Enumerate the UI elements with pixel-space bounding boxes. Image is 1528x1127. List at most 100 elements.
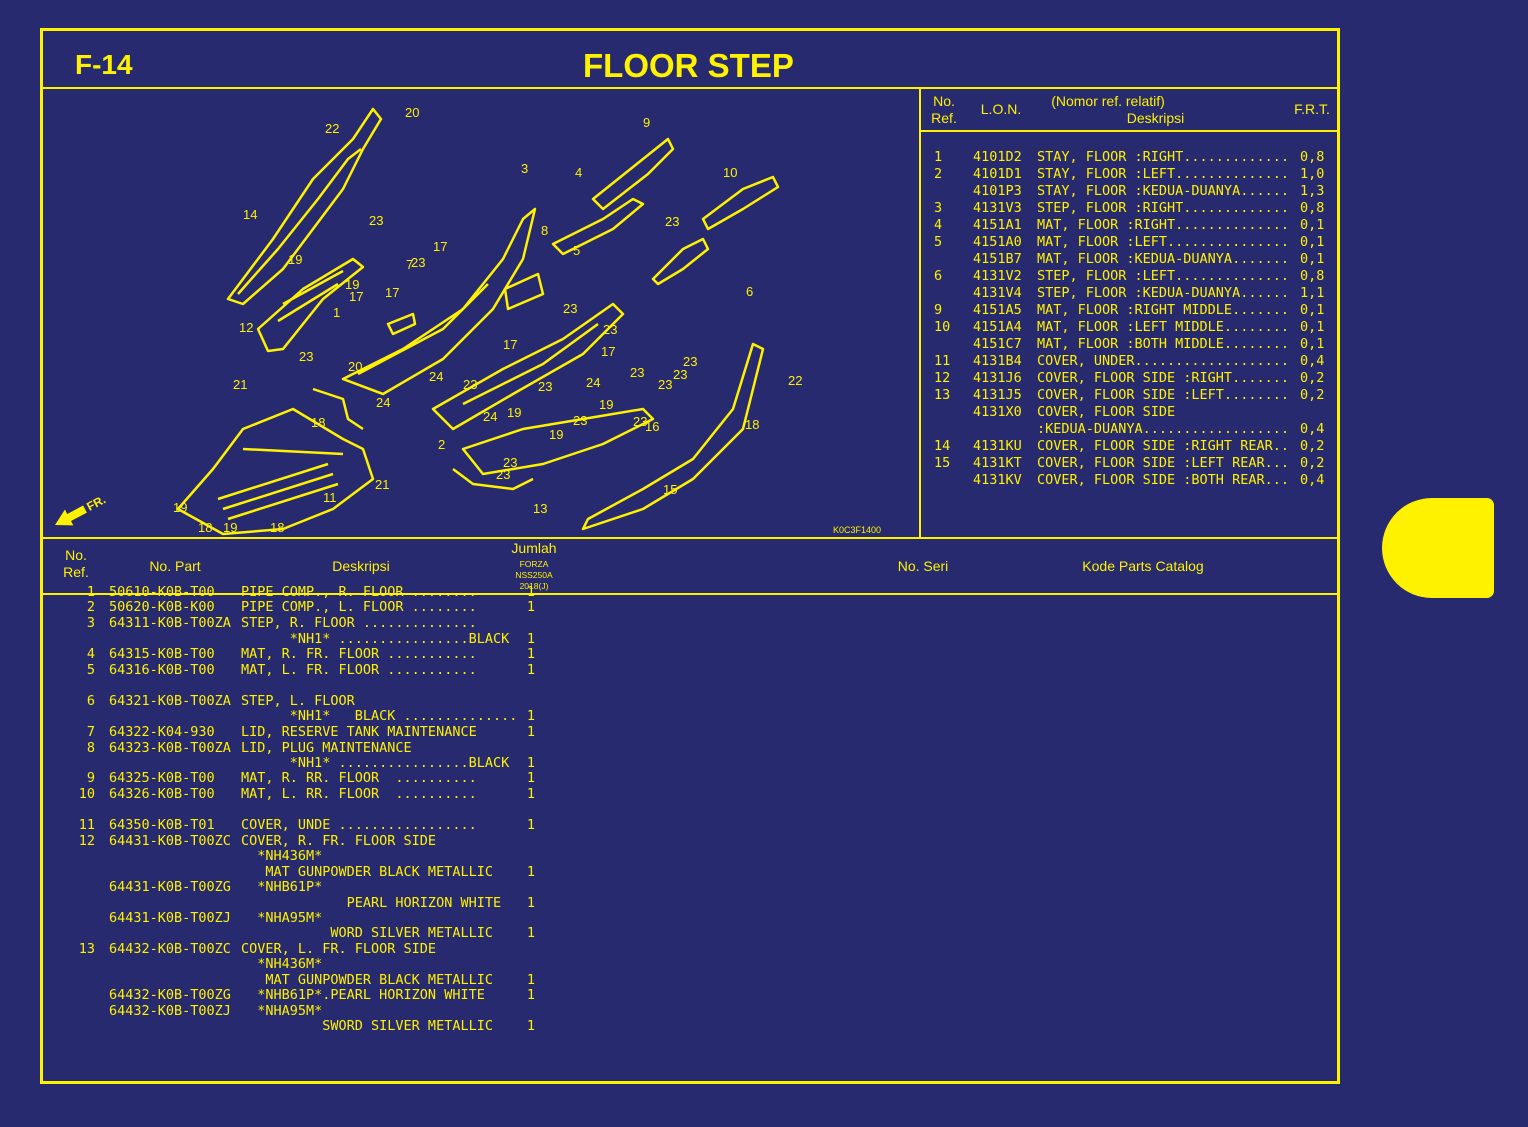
lon-frt: 0,4 bbox=[1300, 353, 1325, 369]
parts-desc: PEARL HORIZON WHITE bbox=[241, 895, 502, 911]
callout-23: 23 bbox=[538, 379, 552, 394]
callout-19: 19 bbox=[549, 427, 563, 442]
parts-qty: 1 bbox=[526, 599, 536, 615]
callout-23: 23 bbox=[665, 214, 679, 229]
parts-qty bbox=[521, 956, 541, 972]
lon-code: 4151B7 bbox=[973, 251, 1022, 267]
parts-number: 64431-K0B-T00ZJ bbox=[109, 910, 231, 926]
lon-frt: 0,1 bbox=[1300, 234, 1325, 250]
callout-23: 23 bbox=[573, 413, 587, 428]
callout-18: 18 bbox=[311, 415, 325, 430]
callout-23: 23 bbox=[563, 301, 577, 316]
parts-qty bbox=[521, 910, 541, 926]
parts-number bbox=[109, 802, 243, 818]
part-mat-left-front bbox=[651, 237, 710, 286]
part-rear-side-cover-right bbox=[226, 107, 383, 306]
parts-ref: 10 bbox=[78, 786, 95, 802]
lon-desc: STEP, FLOOR :KEDUA-DUANYA...... bbox=[1037, 285, 1289, 301]
callout-14: 14 bbox=[243, 207, 257, 222]
callout-17: 17 bbox=[601, 344, 615, 359]
lon-header-desc-top: (Nomor ref. relatif) bbox=[1051, 93, 1165, 109]
lon-frt: 0,2 bbox=[1300, 370, 1325, 386]
lon-desc: MAT, FLOOR :RIGHT.............. bbox=[1037, 217, 1289, 233]
parts-desc: MAT, L. FR. FLOOR ........... bbox=[241, 662, 477, 678]
parts-header-ref: No. Ref. bbox=[63, 547, 89, 580]
part-under-cover bbox=[176, 407, 375, 536]
part-lid-reserve-tank bbox=[386, 312, 417, 336]
parts-qty: 1 bbox=[526, 895, 536, 911]
part-pipe-right bbox=[312, 387, 364, 431]
parts-ref bbox=[55, 1018, 95, 1034]
parts-desc: LID, RESERVE TANK MAINTENANCE bbox=[241, 724, 477, 740]
part-lid-plug bbox=[503, 272, 545, 311]
parts-ref bbox=[55, 678, 95, 694]
parts-header-part: No. Part bbox=[149, 558, 201, 574]
callout-23: 23 bbox=[673, 367, 687, 382]
parts-desc: *NHB61P* bbox=[241, 879, 323, 895]
lon-code: 4131B4 bbox=[973, 353, 1022, 369]
lon-code: 4151A0 bbox=[973, 234, 1022, 250]
lon-frt: 0,2 bbox=[1300, 455, 1325, 471]
lon-ref: 13 bbox=[934, 387, 951, 403]
lon-frt: 0,1 bbox=[1300, 302, 1325, 318]
callout-7: 7 bbox=[406, 257, 413, 272]
parts-qty bbox=[521, 833, 541, 849]
callout-5: 5 bbox=[573, 243, 580, 258]
parts-ref: 11 bbox=[78, 817, 95, 833]
lon-ref: 11 bbox=[934, 353, 951, 369]
lon-code: 4131KV bbox=[973, 472, 1022, 488]
callout-1: 1 bbox=[333, 305, 340, 320]
parts-number bbox=[109, 925, 243, 941]
parts-desc: MAT, L. RR. FLOOR .......... bbox=[241, 786, 477, 802]
part-mat-right-front bbox=[551, 197, 645, 256]
parts-qty: 1 bbox=[526, 755, 536, 771]
parts-ref bbox=[55, 708, 95, 724]
lon-frt: 0,4 bbox=[1300, 472, 1325, 488]
side-tab[interactable] bbox=[1382, 498, 1494, 598]
parts-header-catalog: Kode Parts Catalog bbox=[1082, 558, 1204, 574]
callout-19: 19 bbox=[288, 252, 302, 267]
lon-frt: 1,3 bbox=[1300, 183, 1325, 199]
lon-desc: :KEDUA-DUANYA.................. bbox=[1037, 421, 1289, 437]
parts-qty: 1 bbox=[526, 972, 536, 988]
lon-header-lon: L.O.N. bbox=[980, 101, 1022, 117]
callout-16: 16 bbox=[645, 419, 659, 434]
parts-ref bbox=[55, 631, 95, 647]
parts-desc: MAT, R. FR. FLOOR ........... bbox=[241, 646, 477, 662]
lon-frt: 0,2 bbox=[1300, 438, 1325, 454]
parts-desc: PIPE COMP., R. FLOOR ........ bbox=[241, 584, 477, 600]
lon-ref: 12 bbox=[934, 370, 951, 386]
lon-ref: 2 bbox=[934, 166, 943, 182]
lon-ref: 14 bbox=[934, 438, 951, 454]
parts-number bbox=[109, 956, 243, 972]
callout-23: 23 bbox=[411, 255, 425, 270]
parts-desc: MAT GUNPOWDER BLACK METALLIC bbox=[241, 864, 493, 880]
parts-ref bbox=[55, 755, 95, 771]
callout-11: 11 bbox=[323, 490, 337, 505]
parts-ref bbox=[55, 987, 95, 1003]
lon-frt: 0,1 bbox=[1300, 319, 1325, 335]
parts-qty: 1 bbox=[526, 584, 536, 600]
parts-desc: COVER, L. FR. FLOOR SIDE bbox=[241, 941, 437, 957]
parts-desc: *NHA95M* bbox=[241, 910, 323, 926]
callout-4: 4 bbox=[575, 165, 582, 180]
parts-number: 64431-K0B-T00ZC bbox=[109, 833, 231, 849]
parts-desc: *NH1* BLACK .............. bbox=[241, 708, 518, 724]
parts-qty: 1 bbox=[526, 987, 536, 1003]
parts-number: 64321-K0B-T00ZA bbox=[109, 693, 231, 709]
lon-code: 4131V2 bbox=[973, 268, 1022, 284]
callout-19: 19 bbox=[345, 277, 359, 292]
page-code: F-14 bbox=[75, 49, 133, 80]
lon-desc: COVER, FLOOR SIDE :RIGHT....... bbox=[1037, 370, 1289, 386]
parts-qty bbox=[521, 879, 541, 895]
parts-qty: 1 bbox=[526, 724, 536, 740]
parts-ref: 9 bbox=[86, 770, 95, 786]
lon-desc: MAT, FLOOR :KEDUA-DUANYA....... bbox=[1037, 251, 1289, 267]
lon-code: 4131J6 bbox=[973, 370, 1022, 386]
callout-17: 17 bbox=[503, 337, 517, 352]
lon-desc: MAT, FLOOR :LEFT............... bbox=[1037, 234, 1289, 250]
callout-23: 23 bbox=[630, 365, 644, 380]
part-mat-right-middle bbox=[591, 137, 675, 211]
callout-23: 23 bbox=[633, 414, 647, 429]
